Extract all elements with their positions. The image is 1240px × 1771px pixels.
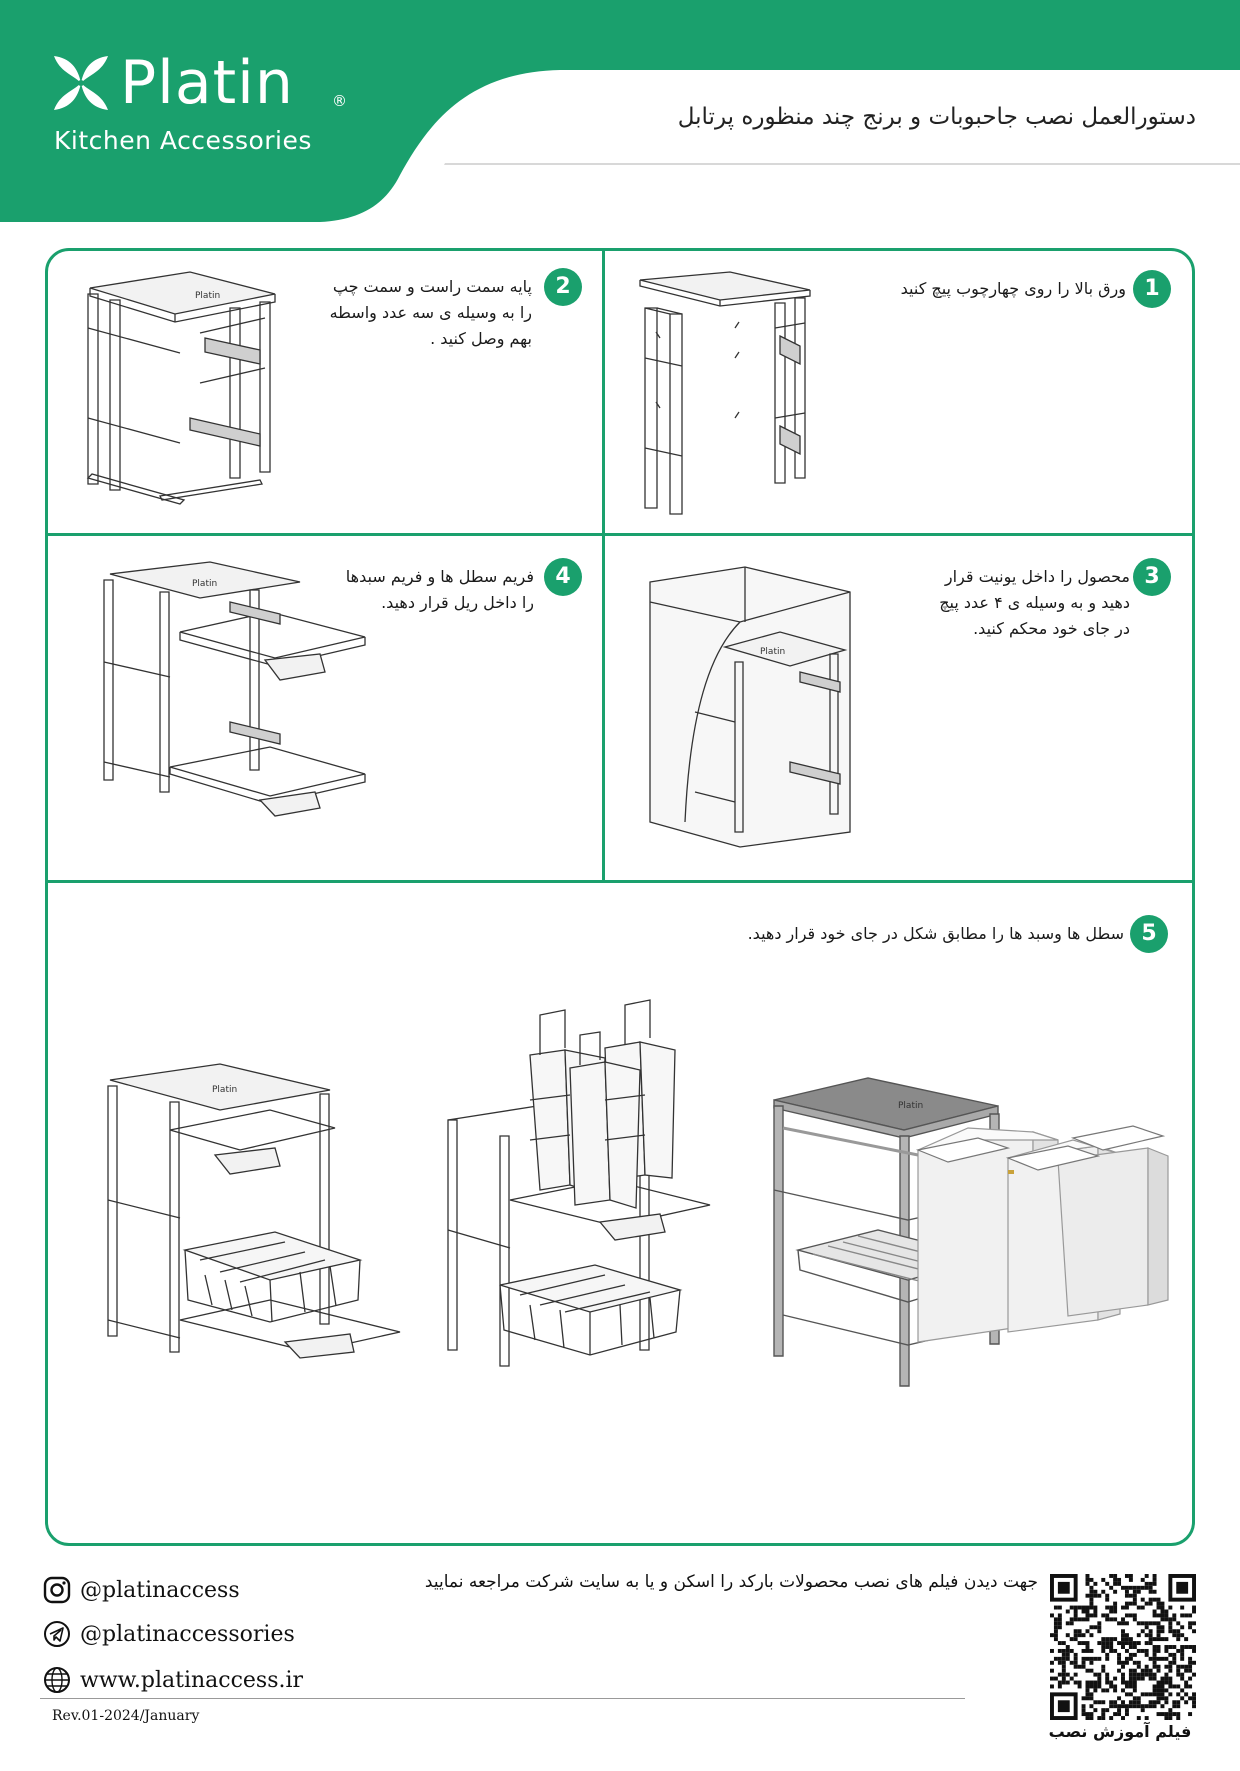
step-1-illustration: [630, 268, 830, 518]
step-2-product-label: Platin: [195, 291, 220, 301]
qr-code[interactable]: [1050, 1574, 1196, 1720]
step-2-number: 2: [544, 268, 582, 306]
instruction-frame: [45, 248, 1195, 1546]
page-title: دستورالعمل نصب جاحبوبات و برنج چند منظور…: [677, 104, 1196, 130]
step-3-number: 3: [1133, 558, 1171, 596]
step-5-product-label-right: Platin: [898, 1101, 923, 1111]
instagram-link[interactable]: @platinaccess: [42, 1572, 240, 1608]
step-3-product-label: Platin: [760, 647, 785, 657]
telegram-link[interactable]: @platinaccessories: [42, 1616, 295, 1652]
step-5-text: سطل ها وسبد ها را مطابق شکل در جای خود ق…: [747, 924, 1124, 943]
step-1-text: ورق بالا را روی چهارچوب پیچ کنید: [900, 279, 1126, 298]
step-4-product-label: Platin: [192, 579, 217, 589]
telegram-handle: @platinaccessories: [80, 1621, 295, 1647]
brand-tagline: Kitchen Accessories: [54, 126, 312, 155]
step-3-text: محصول را داخل یونیت قرار دهید و به وسیله…: [939, 567, 1130, 638]
globe-icon: [44, 1667, 70, 1693]
step-4-illustration: Platin: [100, 562, 370, 822]
brand-logo: Platin ® Kitchen Accessories: [52, 48, 372, 162]
telegram-icon: [44, 1621, 70, 1647]
website-link[interactable]: www.platinaccess.ir: [42, 1662, 303, 1698]
footer-divider: [40, 1698, 965, 1699]
website-url: www.platinaccess.ir: [80, 1667, 304, 1693]
step-5-illustration-bins-and-basket: [440, 1010, 720, 1370]
brand-name: Platin: [120, 48, 294, 118]
revision-label: Rev.01-2024/January: [52, 1708, 200, 1724]
step-2-illustration: Platin: [80, 268, 280, 518]
step-2-text: پایه سمت راست و سمت چپ را به وسیله ی سه …: [329, 277, 532, 348]
step-5-number: 5: [1130, 915, 1168, 953]
step-1-number: 1: [1133, 270, 1171, 308]
step-5-product-label-left: Platin: [212, 1085, 237, 1095]
instagram-handle: @platinaccess: [80, 1577, 240, 1603]
qr-instruction-text: جهت دیدن فیلم های نصب محصولات بارکد را ا…: [424, 1572, 1038, 1592]
header-banner: [0, 0, 1240, 222]
step-5-illustration-frame-with-baskets: Platin: [100, 1060, 400, 1380]
instagram-icon: [43, 1576, 71, 1604]
leaf-logo-icon: [54, 56, 108, 110]
panel-divider-row1: [47, 533, 1193, 536]
step-5-illustration-assembled: Platin: [768, 1070, 1168, 1390]
panel-divider-vertical: [602, 250, 605, 882]
registered-mark: ®: [332, 92, 347, 110]
step-4-number: 4: [544, 558, 582, 596]
step-4-text: فریم سطل ها و فریم سبدها را داخل ریل قرا…: [345, 567, 534, 612]
qr-caption: فیلم آموزش نصب: [1048, 1722, 1192, 1741]
panel-divider-row2: [47, 880, 1193, 883]
step-3-illustration: Platin: [640, 562, 860, 852]
